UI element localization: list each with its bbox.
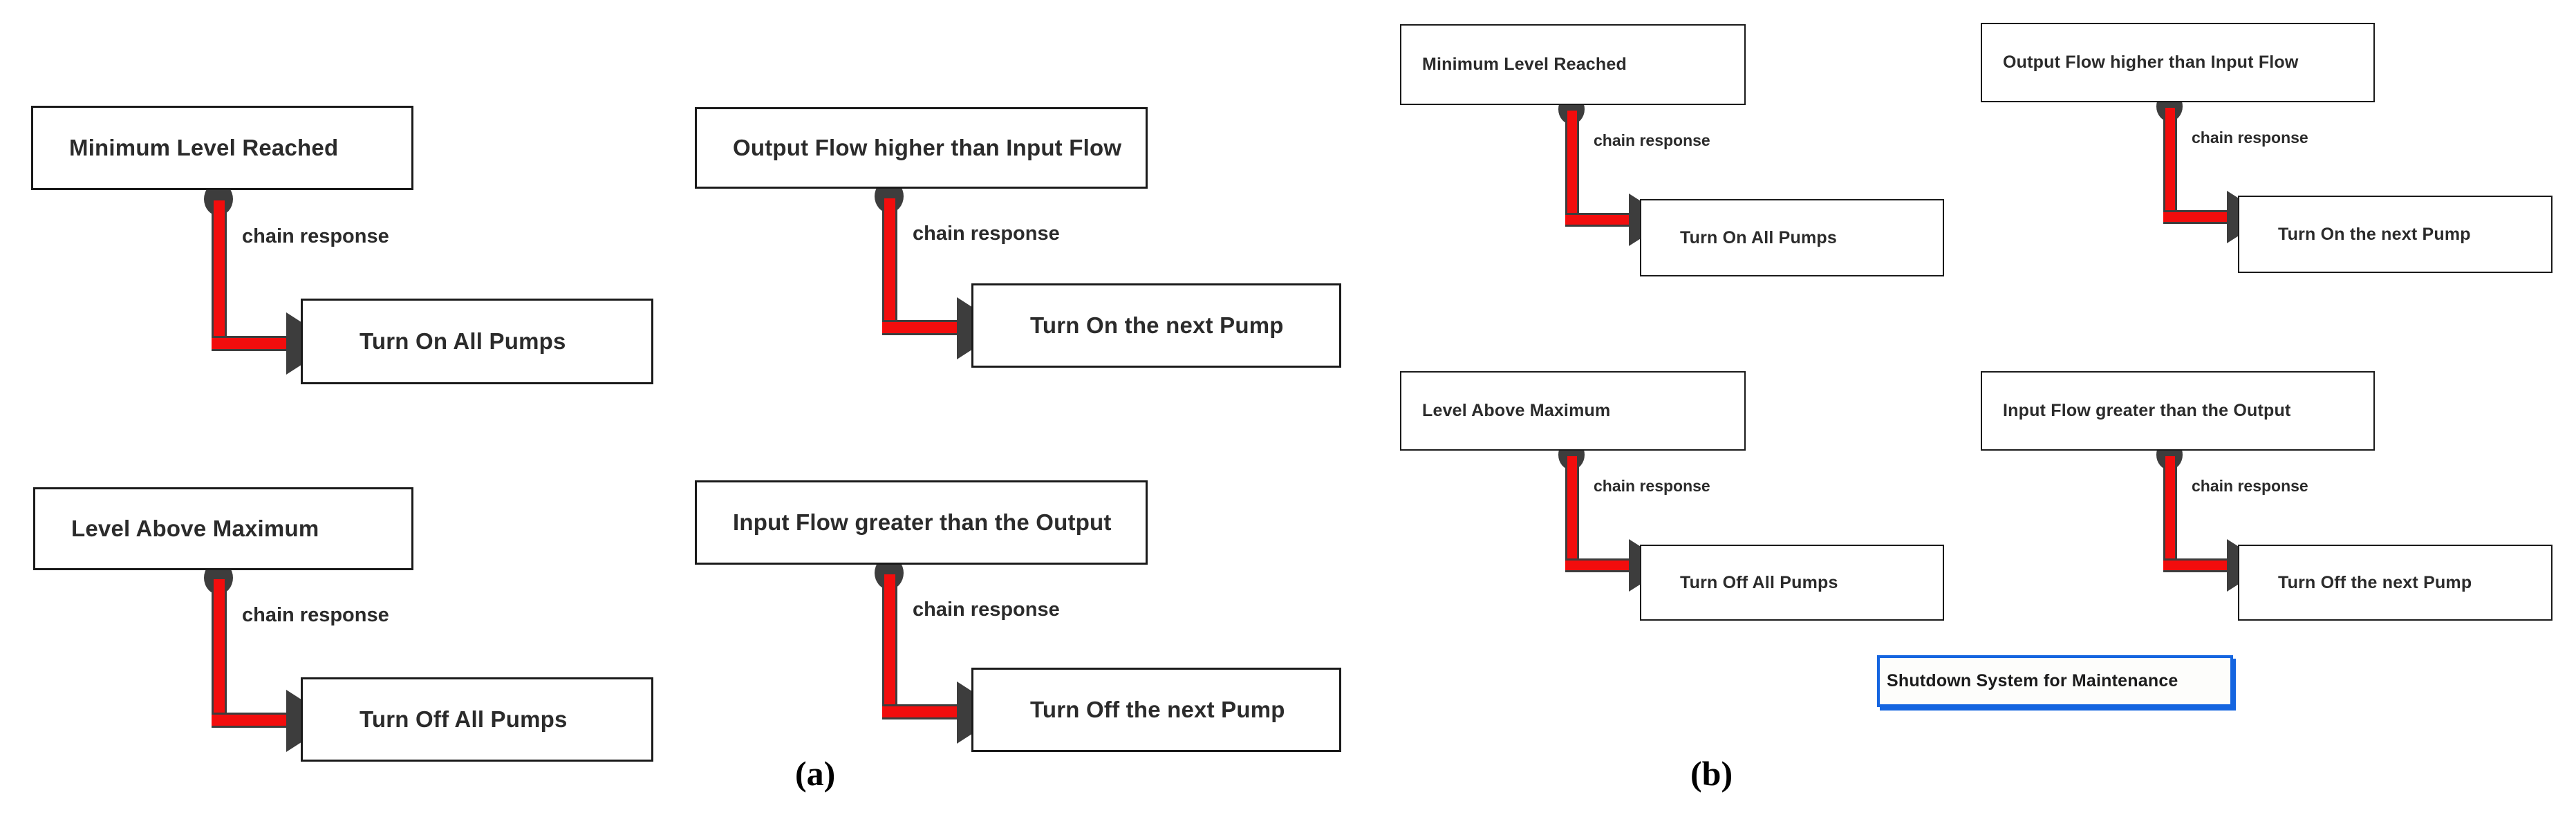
- action-box-b2[interactable]: Turn On the next Pump: [2238, 196, 2552, 273]
- connector-a2-horizontal-segment: [882, 320, 972, 335]
- action-box-b1[interactable]: Turn On All Pumps: [1640, 199, 1944, 276]
- connector-a2-label: chain response: [913, 223, 1060, 245]
- connector-b2-vertical-segment: [2163, 108, 2177, 224]
- action-box-a1[interactable]: Turn On All Pumps: [301, 299, 653, 384]
- action-box-b1-label: Turn On All Pumps: [1680, 227, 1838, 247]
- connector-a1-label: chain response: [242, 225, 389, 247]
- action-box-a2[interactable]: Turn On the next Pump: [971, 283, 1341, 368]
- action-box-a1-label: Turn On All Pumps: [360, 328, 566, 354]
- connector-a2-vertical-segment: [882, 198, 897, 335]
- connector-a4-label: chain response: [913, 599, 1060, 621]
- condition-box-a2-label: Output Flow higher than Input Flow: [733, 135, 1122, 160]
- connector-b3-horizontal-segment: [1565, 558, 1643, 572]
- condition-box-a2[interactable]: Output Flow higher than Input Flow: [695, 107, 1148, 189]
- connector-b4-label: chain response: [2192, 477, 2308, 495]
- action-box-b4[interactable]: Turn Off the next Pump: [2238, 545, 2552, 621]
- connector-a4-horizontal-segment: [882, 704, 972, 719]
- condition-box-a1-label: Minimum Level Reached: [69, 135, 339, 160]
- action-box-b3-label: Turn Off All Pumps: [1680, 572, 1838, 592]
- connector-b1-vertical-segment: [1565, 111, 1579, 227]
- connector-b2-horizontal-segment: [2163, 210, 2241, 224]
- connector-b2-label: chain response: [2192, 129, 2308, 147]
- panel-a: Minimum Level Reached chain response Tur…: [31, 106, 1341, 793]
- condition-box-a4-label: Input Flow greater than the Output: [733, 509, 1112, 535]
- action-box-b4-label: Turn Off the next Pump: [2278, 572, 2472, 592]
- condition-box-b4-label: Input Flow greater than the Output: [2003, 401, 2291, 420]
- connector-a1-horizontal-segment: [212, 336, 301, 351]
- connector-b3-vertical-segment: [1565, 456, 1579, 572]
- action-box-b2-label: Turn On the next Pump: [2278, 224, 2471, 244]
- condition-box-b1-label: Minimum Level Reached: [1422, 55, 1627, 74]
- condition-box-b2-label: Output Flow higher than Input Flow: [2003, 53, 2299, 72]
- action-box-b3[interactable]: Turn Off All Pumps: [1640, 545, 1944, 621]
- condition-box-a4[interactable]: Input Flow greater than the Output: [695, 480, 1148, 565]
- caption-panel-a: (a): [795, 754, 836, 793]
- condition-box-b4[interactable]: Input Flow greater than the Output: [1981, 371, 2375, 451]
- condition-box-b2[interactable]: Output Flow higher than Input Flow: [1981, 23, 2375, 102]
- connector-b3-label: chain response: [1594, 477, 1710, 495]
- condition-box-b3[interactable]: Level Above Maximum: [1400, 371, 1746, 451]
- connector-a1-vertical-segment: [212, 200, 227, 351]
- shutdown-system-box-label: Shutdown System for Maintenance: [1887, 671, 2178, 690]
- condition-box-b3-label: Level Above Maximum: [1422, 401, 1611, 420]
- condition-box-a1[interactable]: Minimum Level Reached: [31, 106, 413, 190]
- action-box-a2-label: Turn On the next Pump: [1030, 312, 1284, 338]
- action-box-a4-label: Turn Off the next Pump: [1030, 697, 1285, 722]
- shutdown-system-box[interactable]: Shutdown System for Maintenance: [1877, 655, 2233, 707]
- connector-a4-vertical-segment: [882, 574, 897, 719]
- action-box-a3-label: Turn Off All Pumps: [360, 706, 568, 732]
- action-box-a3[interactable]: Turn Off All Pumps: [301, 677, 653, 762]
- condition-box-b1[interactable]: Minimum Level Reached: [1400, 24, 1746, 105]
- connector-b1-horizontal-segment: [1565, 213, 1643, 227]
- connector-b4-vertical-segment: [2163, 456, 2177, 572]
- condition-box-a3-label: Level Above Maximum: [71, 516, 319, 541]
- connector-b1-label: chain response: [1594, 131, 1710, 149]
- connector-b4-horizontal-segment: [2163, 558, 2241, 572]
- panel-b: Minimum Level Reached chain response Tur…: [1376, 0, 2576, 828]
- condition-box-a3[interactable]: Level Above Maximum: [33, 487, 413, 570]
- connector-a3-horizontal-segment: [212, 713, 301, 728]
- connector-a3-vertical-segment: [212, 579, 227, 728]
- caption-panel-b: (b): [1690, 754, 1733, 793]
- connector-a3-label: chain response: [242, 604, 389, 626]
- action-box-a4[interactable]: Turn Off the next Pump: [971, 668, 1341, 752]
